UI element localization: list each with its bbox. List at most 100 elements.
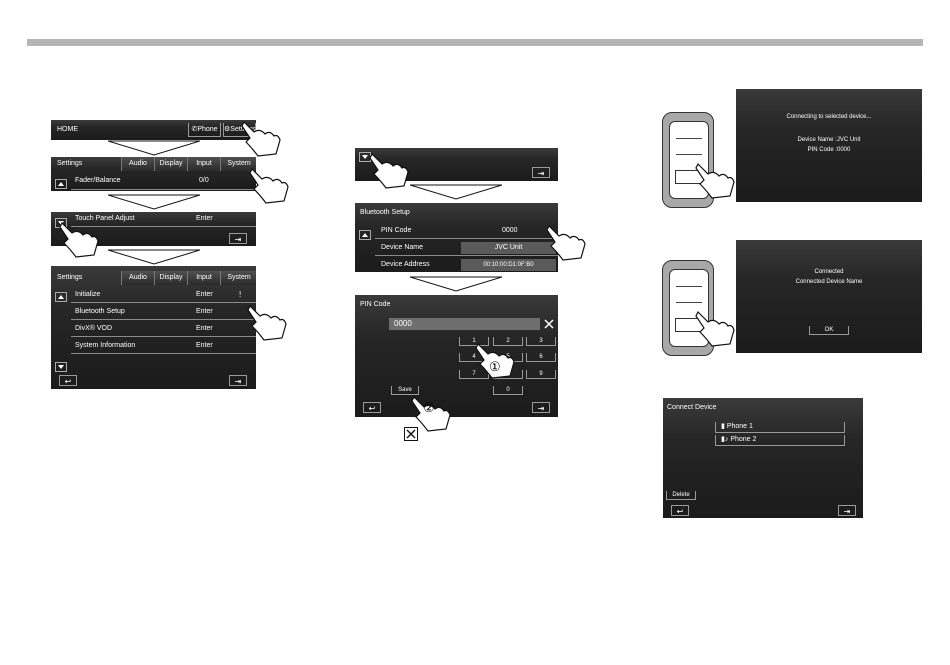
exit-icon[interactable]: ⇥ bbox=[838, 505, 856, 516]
settings-button[interactable]: ⚙Settings bbox=[223, 123, 256, 137]
key-0[interactable]: 0 bbox=[493, 386, 523, 395]
tab-system[interactable]: System bbox=[220, 157, 256, 171]
exit-icon[interactable]: ⇥ bbox=[229, 233, 247, 244]
exit-icon[interactable]: ⇥ bbox=[229, 375, 247, 386]
connect-device-screen: Connect Device ▮ Phone 1 ▮♪ Phone 2 Dele… bbox=[663, 398, 863, 518]
initialize-enter[interactable]: Enter bbox=[196, 291, 213, 298]
hand-pointer-icon bbox=[411, 395, 451, 432]
system-information-label: System Information bbox=[75, 342, 136, 349]
connect-device-title: Connect Device bbox=[667, 404, 717, 411]
settings-screen-system: Settings Audio Display Input System Init… bbox=[51, 266, 256, 389]
connected-device-name: Connected Device Name bbox=[795, 279, 863, 285]
clear-icon bbox=[404, 427, 418, 441]
system-information-enter[interactable]: Enter bbox=[196, 342, 213, 349]
key-6[interactable]: 6 bbox=[526, 353, 556, 362]
hand-pointer-icon bbox=[695, 162, 735, 199]
delete-button[interactable]: Delete bbox=[666, 491, 696, 500]
exit-icon[interactable]: ⇥ bbox=[532, 402, 550, 413]
pin-code-info: PIN Code :0000 bbox=[807, 147, 851, 153]
row-divider bbox=[71, 302, 256, 303]
bluetooth-setup-label: Bluetooth Setup bbox=[75, 308, 125, 315]
step-callout-1: ① bbox=[489, 359, 501, 374]
bluetooth-setup-screen: Bluetooth Setup PIN Code 0000 Device Nam… bbox=[355, 203, 558, 272]
scroll-down-button[interactable] bbox=[55, 362, 67, 372]
tab-input[interactable]: Input bbox=[187, 271, 220, 285]
tab-input[interactable]: Input bbox=[187, 157, 220, 171]
row-divider bbox=[71, 319, 256, 320]
page-header-rule bbox=[27, 39, 923, 46]
device-address-value: 00:10:00:D1:0F:B0 bbox=[461, 259, 556, 271]
tab-system[interactable]: System bbox=[220, 271, 256, 285]
ok-button[interactable]: OK bbox=[809, 326, 849, 335]
connected-message: Connected bbox=[814, 269, 844, 275]
phone-device-illustration bbox=[662, 260, 714, 356]
phone-icon: ✆ bbox=[191, 126, 198, 133]
hand-pointer-icon bbox=[546, 224, 586, 261]
exit-icon[interactable]: ⇥ bbox=[532, 167, 550, 178]
scroll-up-button[interactable] bbox=[55, 292, 67, 302]
warning-icon: ! bbox=[239, 290, 242, 299]
connected-screen: Connected Connected Device Name OK bbox=[736, 240, 922, 353]
phone-icon: ▮ bbox=[721, 423, 725, 430]
key-1[interactable]: 1 bbox=[459, 337, 489, 346]
hand-pointer-icon bbox=[249, 167, 289, 204]
connecting-message: Connecting to selected device... bbox=[786, 114, 872, 120]
phone-list-item-2[interactable]: ▮♪ Phone 2 bbox=[715, 435, 845, 446]
device-name-label: Device Name bbox=[381, 244, 424, 251]
key-7[interactable]: 7 bbox=[459, 370, 489, 379]
settings-title: Settings bbox=[57, 160, 83, 167]
pin-code-screen: PIN Code 0000 1 2 3 4 5 6 7 8 9 0 Save ↩… bbox=[355, 295, 558, 417]
hand-pointer-icon bbox=[247, 304, 287, 341]
back-icon[interactable]: ↩ bbox=[671, 505, 689, 516]
row-divider bbox=[71, 336, 256, 337]
pin-code-value[interactable]: 0000 bbox=[502, 227, 518, 234]
divx-vod-label: DivX® VOD bbox=[75, 325, 113, 332]
device-address-label: Device Address bbox=[381, 261, 430, 268]
pin-code-input[interactable]: 0000 bbox=[389, 318, 540, 330]
key-3[interactable]: 3 bbox=[526, 337, 556, 346]
tab-audio[interactable]: Audio bbox=[121, 157, 154, 171]
initialize-label: Initialize bbox=[75, 291, 101, 298]
settings-title: Settings bbox=[57, 274, 83, 281]
bluetooth-setup-title: Bluetooth Setup bbox=[360, 209, 410, 216]
device-name-value: JVC Unit bbox=[461, 242, 556, 254]
phone-audio-icon: ▮♪ bbox=[721, 436, 729, 443]
pin-code-title: PIN Code bbox=[360, 301, 391, 308]
hand-pointer-icon bbox=[475, 342, 515, 379]
hand-pointer-icon bbox=[695, 310, 735, 347]
touch-panel-adjust-enter[interactable]: Enter bbox=[196, 215, 213, 222]
device-name-info: Device Name :JVC Unit bbox=[797, 137, 861, 143]
row-divider bbox=[375, 238, 558, 239]
row-divider bbox=[71, 353, 256, 354]
tab-audio[interactable]: Audio bbox=[121, 271, 154, 285]
scroll-up-button[interactable] bbox=[55, 179, 67, 189]
gear-icon: ⚙ bbox=[224, 126, 231, 133]
key-9[interactable]: 9 bbox=[526, 370, 556, 379]
settings-screen-touch-panel: Touch Panel Adjust Enter ⇥ bbox=[51, 212, 256, 246]
touch-panel-adjust-label: Touch Panel Adjust bbox=[75, 215, 135, 222]
save-button[interactable]: Save bbox=[391, 386, 419, 395]
key-2[interactable]: 2 bbox=[493, 337, 523, 346]
hand-pointer-icon bbox=[369, 152, 409, 189]
divx-vod-enter[interactable]: Enter bbox=[196, 325, 213, 332]
step-callout-2: ② bbox=[423, 400, 435, 415]
scroll-up-button[interactable] bbox=[359, 230, 371, 240]
tab-display[interactable]: Display bbox=[154, 157, 187, 171]
phone-button[interactable]: ✆Phone bbox=[188, 123, 221, 137]
back-icon[interactable]: ↩ bbox=[363, 402, 381, 413]
home-screen: HOME ✆Phone ⚙Settings bbox=[51, 120, 256, 140]
hand-pointer-icon bbox=[241, 120, 281, 157]
row-divider bbox=[71, 226, 256, 227]
phone-list-item-1[interactable]: ▮ Phone 1 bbox=[715, 422, 845, 433]
fader-balance-value[interactable]: 0/0 bbox=[199, 177, 209, 184]
pin-code-label: PIN Code bbox=[381, 227, 412, 234]
home-title: HOME bbox=[57, 126, 78, 133]
fader-balance-label: Fader/Balance bbox=[75, 177, 121, 184]
settings-screen-fader: Settings Audio Display Input System Fade… bbox=[51, 157, 256, 191]
bluetooth-setup-enter[interactable]: Enter bbox=[196, 308, 213, 315]
hand-pointer-icon bbox=[59, 221, 99, 258]
back-icon[interactable]: ↩ bbox=[59, 375, 77, 386]
tab-display[interactable]: Display bbox=[154, 271, 187, 285]
clear-icon[interactable] bbox=[544, 319, 554, 329]
connecting-screen: Connecting to selected device... Device … bbox=[736, 89, 922, 202]
